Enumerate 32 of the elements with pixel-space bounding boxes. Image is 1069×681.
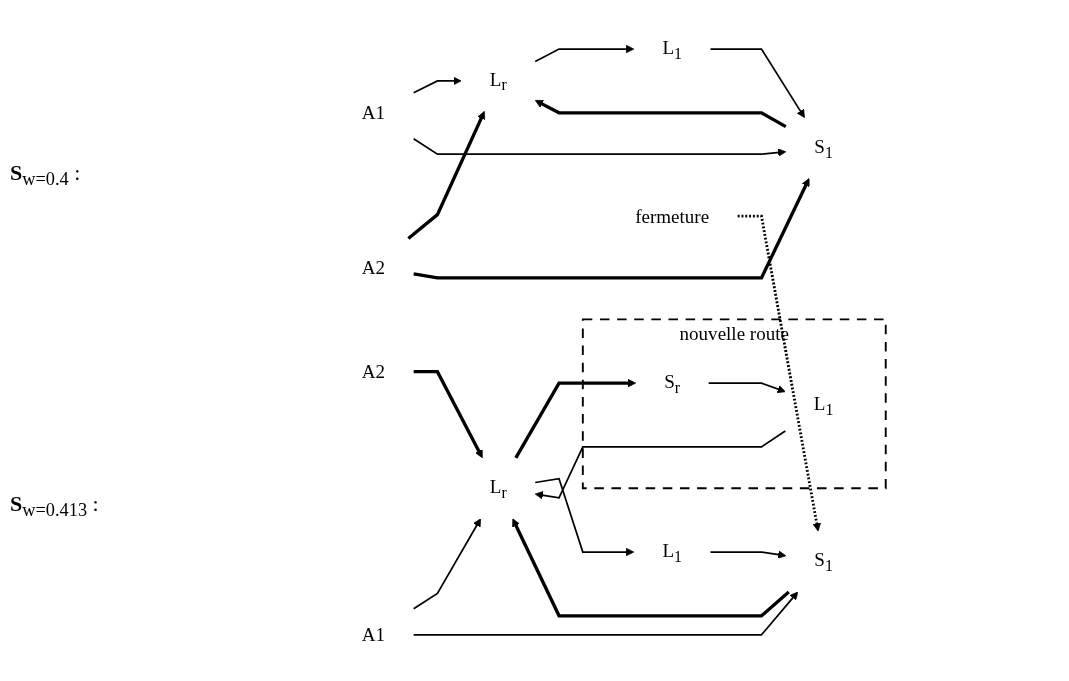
arrow — [413, 177, 810, 280]
arrow — [407, 110, 486, 240]
node-text: L$_{r}$ — [489, 475, 507, 502]
node-text: S$_{1}$ — [814, 548, 833, 575]
node-text: fermeture — [635, 205, 710, 227]
arrow — [709, 549, 787, 559]
node-text: A2 — [361, 360, 386, 382]
arrow — [534, 44, 635, 62]
diagram-label: S$_{w=0.4}$ : — [10, 160, 82, 191]
arrow — [534, 429, 787, 499]
arrow — [412, 76, 462, 94]
arrow — [512, 517, 790, 617]
node-text: L$_{1}$ — [662, 36, 682, 62]
node-text: S$_{r}$ — [664, 370, 681, 396]
node-text: L$_{1}$ — [813, 392, 834, 419]
node-text: S$_{1}$ — [814, 135, 833, 161]
node-text: A1 — [361, 623, 386, 645]
node-text: L$_{1}$ — [662, 539, 682, 565]
arrow — [412, 137, 787, 157]
node-text: A2 — [361, 256, 386, 277]
node-text: L$_{r}$ — [489, 68, 507, 94]
arrow — [737, 214, 821, 531]
diagram-label: S$_{w=0.413}$ : — [10, 490, 100, 521]
arrow — [412, 517, 481, 610]
arrow — [709, 47, 805, 118]
arrow — [413, 369, 483, 458]
arrow — [534, 99, 787, 128]
arrow — [534, 477, 635, 556]
arrow — [707, 381, 786, 393]
node-text: A1 — [361, 101, 386, 123]
arrow — [514, 378, 637, 459]
arrow — [412, 591, 799, 636]
